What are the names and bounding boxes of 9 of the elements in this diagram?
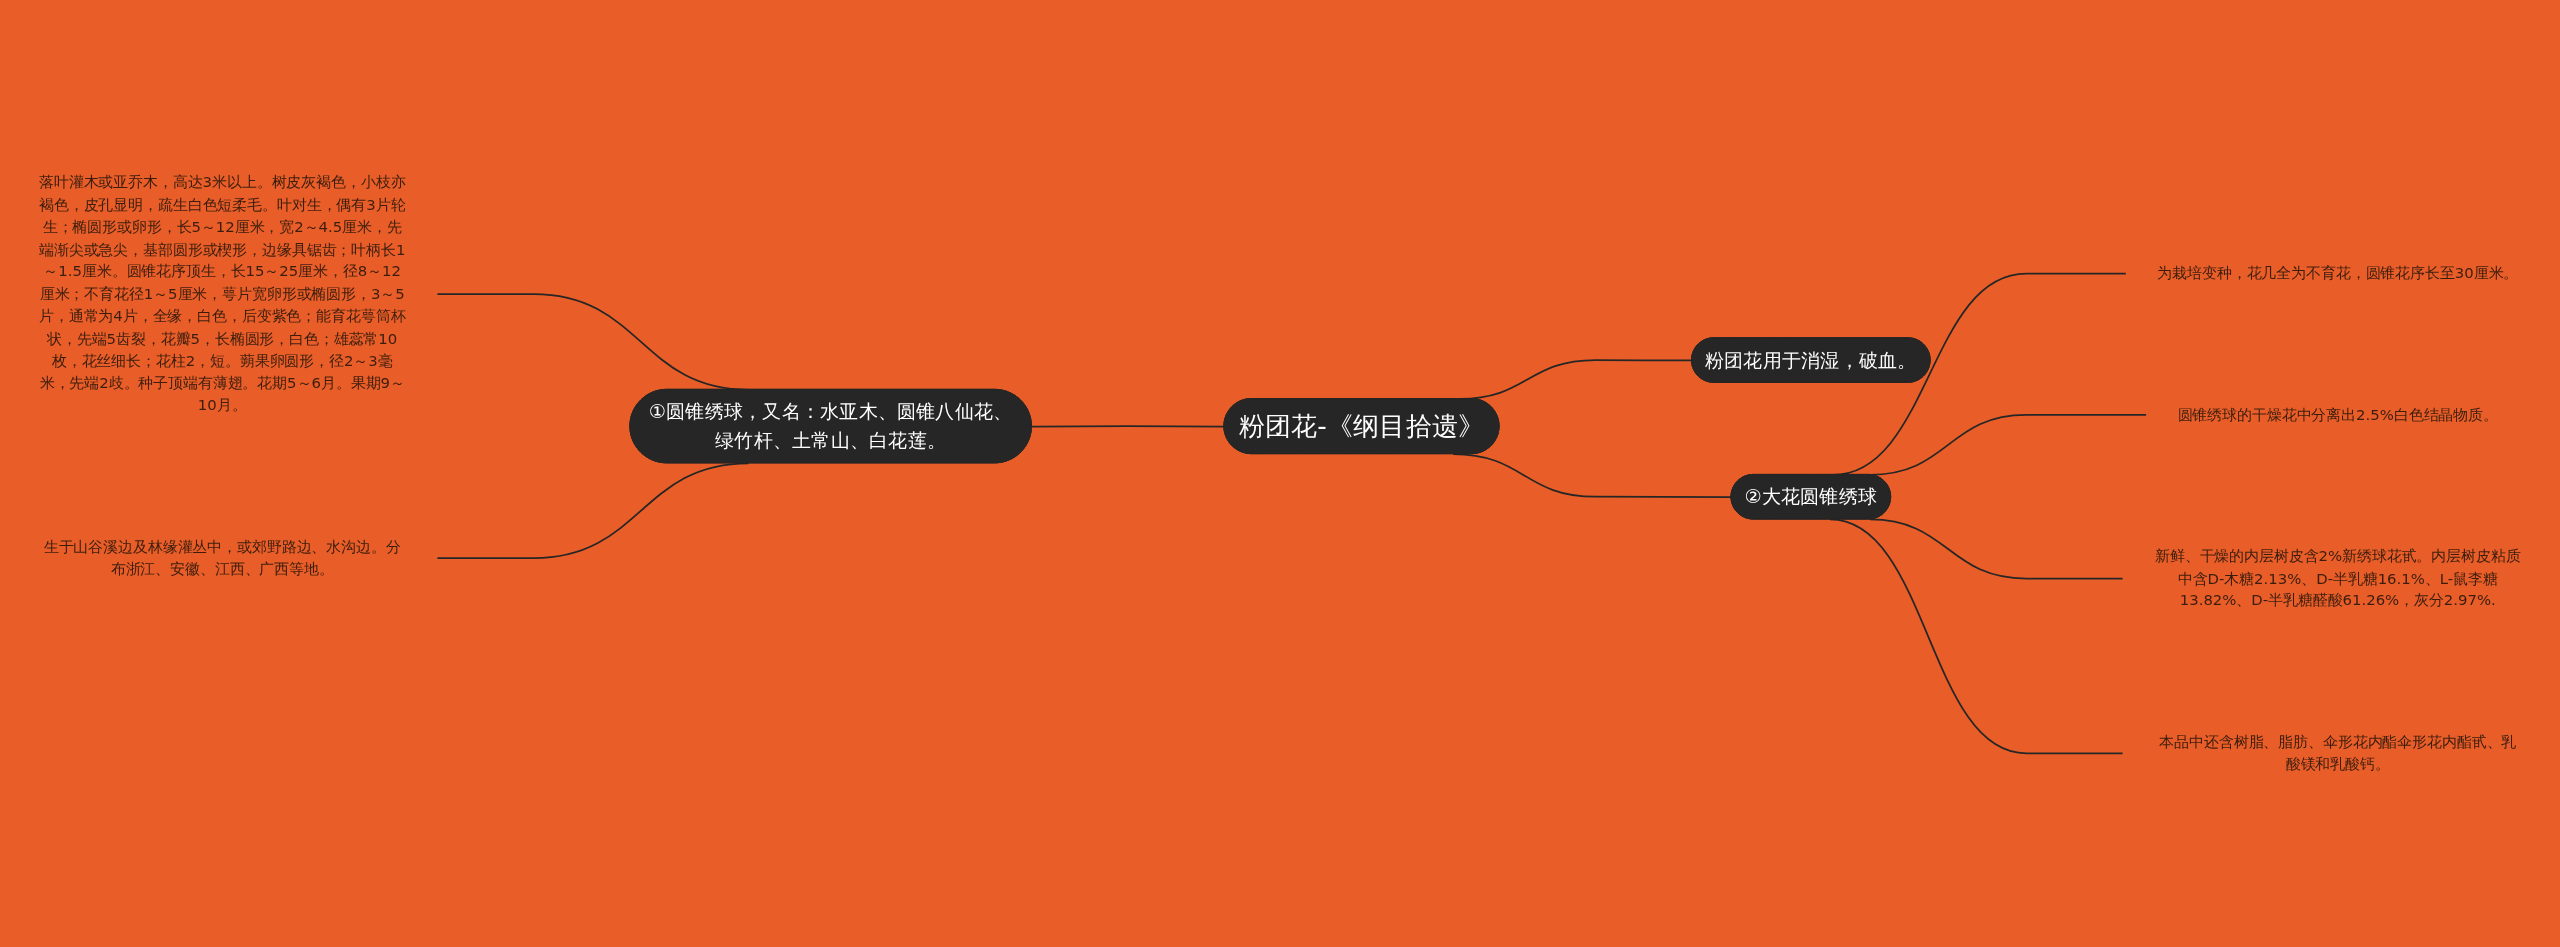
node-text: 新鲜、干燥的内层树皮含2%新绣球花甙。内层树皮粘质中含D-木糖2.13%、D-半乳糖16.1%、L-鼠李糖13.82%、D-半乳糖醛酸61.26%，灰分2.97%. (2154, 546, 2521, 609)
node-text: 本品中还含树脂、脂肪、伞形花内酯伞形花内酯甙、乳酸镁和乳酸钙。 (2159, 732, 2517, 773)
connector (1869, 518, 2124, 580)
connector (1452, 453, 1733, 499)
node-text: 为栽培变种，花几全为不育花，圆锥花序长至30厘米。 (2157, 264, 2519, 282)
node-text: 落叶灌木或亚乔木，高达3米以上。树皮灰褐色，小枝亦褐色，皮孔显明，疏生白色短柔毛。叶对生，偶有3片轮生；椭圆形或卵形，长5～12厘米，宽2～4.5厘米，先端渐尖或急尖，基部圆形或楔形，边缘具锯齿；叶柄长1～1.5厘米。圆锥花序顶生，长15～25厘米，径8～12厘米；不育花径1～5厘米，萼片宽卵形或椭圆形，3～5片，通常为4片，全缘，白色，后变紫色；能育花萼筒杯状，先端5齿裂，花瓣5，长椭圆形，白色；雄蕊常10枚，花丝细长；花柱2，短。蒴果卵圆形，径2～3毫米，先端2歧。种子顶端有薄翅。花期5～6月。果期9～10月。 (39, 173, 406, 414)
node-text: 圆锥绣球的干燥花中分离出2.5%白色结晶物质。 (2177, 405, 2498, 424)
node-text: 生于山谷溪边及林缘灌丛中，或郊野路边、水沟边。分布浙江、安徽、江西、广西等地。 (43, 537, 401, 578)
connector (436, 462, 750, 559)
